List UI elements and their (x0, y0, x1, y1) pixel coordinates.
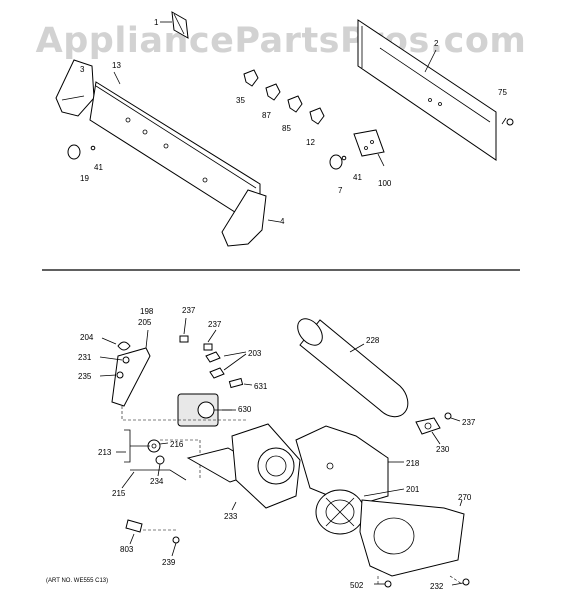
lower-section: 198 205 204 231 235 237 23 (46, 306, 476, 591)
part-100-terminal-block[interactable] (353, 129, 385, 167)
label-198: 198 (140, 307, 154, 316)
label-1: 1 (154, 18, 159, 27)
label-13: 13 (112, 61, 121, 70)
part-216-pulley[interactable] (147, 439, 169, 453)
label-502: 502 (350, 581, 364, 590)
part-234-pulley[interactable] (155, 455, 165, 477)
assembly-guide-lines (121, 406, 463, 585)
label-41-right: 41 (353, 173, 362, 182)
part-239-screw[interactable] (171, 536, 180, 557)
label-203: 203 (248, 349, 262, 358)
part-213-idler-arm[interactable] (116, 429, 150, 463)
label-213: 213 (98, 448, 112, 457)
part-75-screw[interactable] (501, 117, 514, 126)
label-630: 630 (238, 405, 252, 414)
label-100: 100 (378, 179, 392, 188)
label-270: 270 (458, 493, 472, 502)
label-233: 233 (224, 512, 238, 521)
label-7: 7 (338, 186, 343, 195)
part-1-label-sheet[interactable] (160, 11, 189, 39)
label-231: 231 (78, 353, 92, 362)
part-230-thermostat[interactable] (415, 417, 441, 445)
part-41-screw-right[interactable] (341, 155, 347, 161)
part-502-screw[interactable] (374, 580, 392, 588)
part-228-duct[interactable] (293, 314, 409, 418)
part-201-blower-wheel[interactable] (315, 488, 405, 535)
label-4: 4 (280, 217, 285, 226)
part-204-clip[interactable] (101, 337, 131, 351)
part-231-clip[interactable] (99, 356, 130, 364)
part-87-switch[interactable] (265, 83, 281, 101)
upper-section: 1 2 3 13 (55, 11, 514, 247)
part-235-screw[interactable] (99, 371, 124, 379)
part-41-screw-left[interactable] (90, 145, 96, 151)
part-270-cover[interactable] (359, 499, 465, 577)
label-85: 85 (282, 124, 291, 133)
part-631-connector[interactable] (228, 377, 253, 389)
label-75: 75 (498, 88, 507, 97)
part-237-screw-b[interactable] (203, 329, 217, 351)
label-215: 215 (112, 489, 126, 498)
label-237-b: 237 (208, 320, 222, 329)
part-3-end-cap[interactable] (55, 59, 95, 117)
label-35: 35 (236, 96, 245, 105)
label-3: 3 (80, 65, 85, 74)
part-237-screw-c[interactable] (444, 412, 461, 422)
label-803: 803 (120, 545, 134, 554)
part-2-rear-panel[interactable] (357, 19, 497, 161)
part-233-base-housing[interactable] (186, 423, 301, 511)
part-198-205-bracket[interactable] (111, 329, 151, 407)
label-230: 230 (436, 445, 450, 454)
label-631: 631 (254, 382, 268, 391)
label-237-c: 237 (462, 418, 476, 427)
part-85-switch[interactable] (287, 95, 303, 113)
part-232-screw[interactable] (451, 578, 470, 586)
label-235: 235 (78, 372, 92, 381)
art-number-note: (ART NO. WE555 C13) (46, 578, 108, 584)
watermark-text: AppliancePartsPros.com (36, 21, 527, 61)
part-630-motor[interactable] (177, 393, 236, 427)
label-12: 12 (306, 138, 315, 147)
part-215-spring[interactable] (121, 469, 187, 489)
label-232: 232 (430, 582, 444, 591)
part-7-knob[interactable] (329, 154, 343, 170)
label-228: 228 (366, 336, 380, 345)
part-19-knob[interactable] (67, 144, 81, 160)
part-203-clamps[interactable] (205, 351, 247, 379)
part-803-harness[interactable] (125, 519, 143, 545)
part-237-screw-a[interactable] (179, 317, 189, 343)
label-19: 19 (80, 174, 89, 183)
label-41-left: 41 (94, 163, 103, 172)
label-201: 201 (406, 485, 420, 494)
part-35-switch[interactable] (243, 69, 259, 87)
label-87: 87 (262, 111, 271, 120)
part-218-blower-housing[interactable] (295, 425, 404, 507)
label-216: 216 (170, 440, 184, 449)
label-239: 239 (162, 558, 176, 567)
label-205: 205 (138, 318, 152, 327)
label-204: 204 (80, 333, 94, 342)
label-237-a: 237 (182, 306, 196, 315)
label-234: 234 (150, 477, 164, 486)
part-13-console[interactable] (89, 71, 261, 229)
label-2: 2 (434, 39, 439, 48)
label-218: 218 (406, 459, 420, 468)
part-4-end-cap[interactable] (221, 189, 281, 247)
part-12-switch[interactable] (309, 107, 325, 125)
